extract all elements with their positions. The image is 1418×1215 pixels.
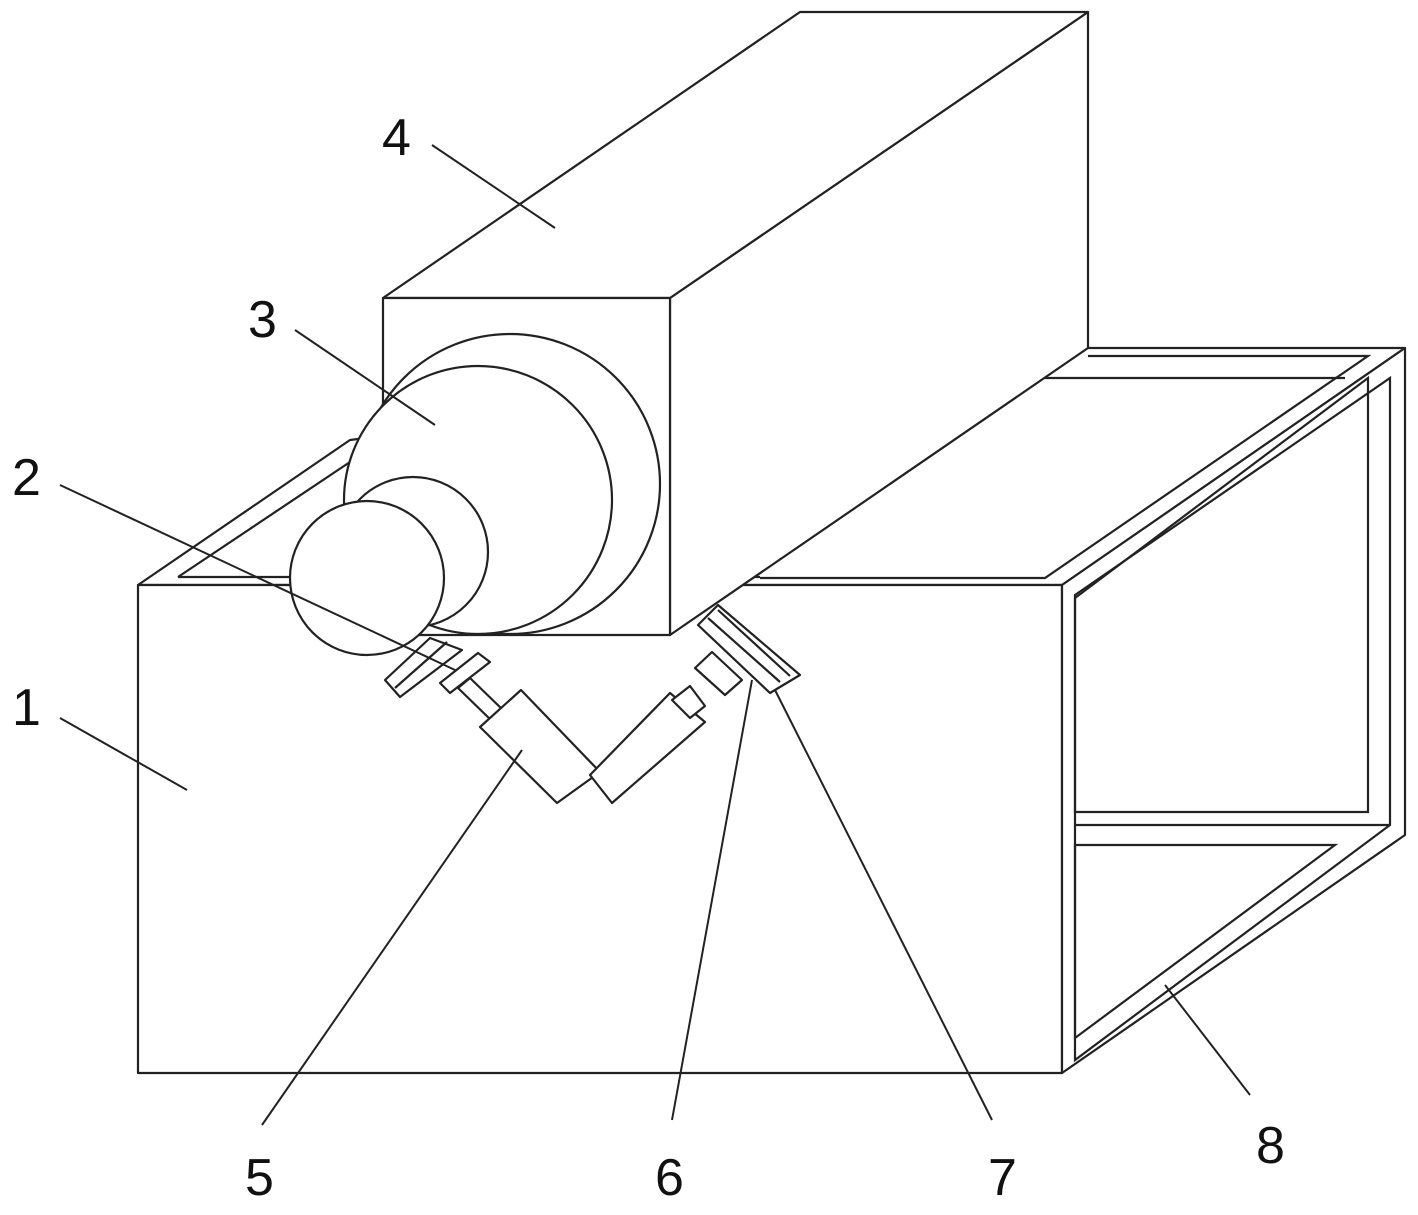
label-8: 8 bbox=[1256, 1120, 1285, 1172]
label-1: 1 bbox=[12, 682, 41, 734]
label-5: 5 bbox=[245, 1152, 274, 1204]
leader-8 bbox=[1165, 985, 1250, 1095]
housing-front-face bbox=[138, 585, 1062, 1073]
lens-ring-4 bbox=[290, 501, 444, 655]
label-3: 3 bbox=[248, 294, 277, 346]
label-6: 6 bbox=[655, 1152, 684, 1204]
label-7: 7 bbox=[988, 1152, 1017, 1204]
leader-4 bbox=[432, 145, 555, 228]
label-4: 4 bbox=[382, 112, 411, 164]
label-2: 2 bbox=[12, 452, 41, 504]
